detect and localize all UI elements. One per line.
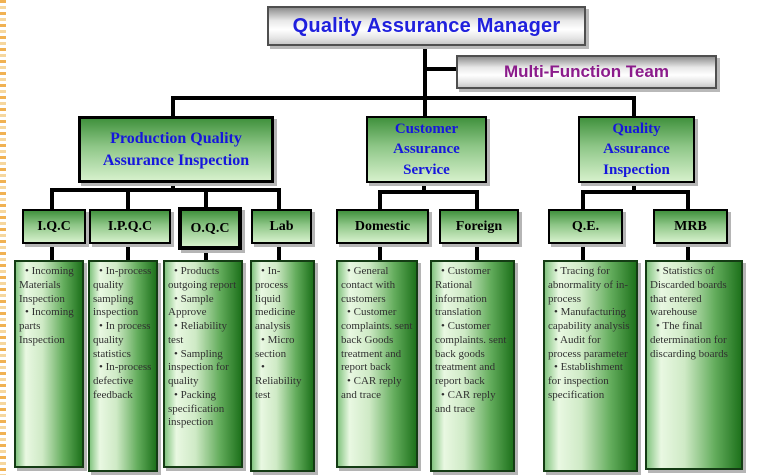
bullet-item: • Customer Rational information translat… <box>435 265 491 319</box>
connector-drop-qe <box>581 190 585 209</box>
connector-iqc-detail <box>50 240 54 261</box>
connector-ipqc-detail <box>126 240 130 261</box>
detail-box-foreign: • Customer Rational information translat… <box>430 260 515 472</box>
connector-production-vertical <box>171 176 175 190</box>
connector-foreign-detail <box>475 240 479 261</box>
bullet-item: • Packing specification inspection <box>168 388 225 429</box>
bullet-item: • Sampling inspection for quality <box>168 347 229 388</box>
detail-box-domestic: • General contact with customers • Custo… <box>336 260 418 468</box>
connector-customer-horizontal <box>378 190 479 194</box>
connector-drop-lab <box>277 188 281 209</box>
bullet-item: • Customer complaints. sent back Goods t… <box>341 306 413 374</box>
connector-drop-qai <box>632 96 636 116</box>
unit-box-domestic: Domestic <box>336 209 429 244</box>
unit-mrb-label: MRB <box>674 218 707 234</box>
bullet-item: • In-process defective feedback <box>93 361 152 401</box>
bullet-item: • Reliability test <box>168 320 228 346</box>
bullet-item: • Customer complaints. sent back goods t… <box>435 320 507 387</box>
unit-lab-label: Lab <box>269 218 294 234</box>
connector-drop-domestic <box>378 190 382 209</box>
bullet-item: • In process quality statistics <box>93 320 151 360</box>
unit-box-foreign: Foreign <box>439 209 519 244</box>
unit-oqc-label: O.Q.C <box>190 220 230 236</box>
connector-drop-foreign <box>475 190 479 209</box>
detail-box-qe: • Tracing for abnormality of in-process … <box>543 260 638 472</box>
unit-qe-label: Q.E. <box>571 218 600 234</box>
detail-box-ipqc: • In-process quality sampling inspection… <box>88 260 158 472</box>
bullet-item: • Establishment for inspection specifica… <box>548 361 623 401</box>
bullet-item: • CAR reply and trace <box>341 375 402 401</box>
branch-production-label: Production Quality Assurance Inspection <box>102 129 250 169</box>
bullet-item: • Reliability test <box>255 361 302 401</box>
connector-trunk-horizontal <box>171 96 636 100</box>
branch-qai-label: Quality Assurance Inspection <box>603 121 670 178</box>
connector-drop-iqc <box>50 188 54 209</box>
connector-root-vertical <box>423 42 427 116</box>
unit-box-mrb: MRB <box>653 209 728 244</box>
unit-foreign-label: Foreign <box>455 218 503 234</box>
branch-box-customer: Customer Assurance Service <box>366 116 487 183</box>
bullet-item: • Incoming Materials Inspection <box>19 265 74 305</box>
bullet-item: • Tracing for abnormality of in-process <box>548 265 629 305</box>
bullet-item: • General contact with customers <box>341 265 396 305</box>
unit-box-iqc: I.Q.C <box>22 209 86 244</box>
unit-ipqc-label: I.P.Q.C <box>107 218 153 234</box>
detail-box-oqc: • Products outgoing report • Sample Appr… <box>163 260 243 468</box>
unit-box-ipqc: I.P.Q.C <box>89 209 171 244</box>
connector-lab-detail <box>277 240 281 261</box>
connector-qai-vertical <box>632 178 636 192</box>
unit-box-oqc: O.Q.C <box>178 207 242 250</box>
connector-drop-production <box>171 96 175 116</box>
branch-box-production: Production Quality Assurance Inspection <box>78 116 274 183</box>
unit-box-qe: Q.E. <box>548 209 623 244</box>
detail-box-mrb: • Statistics of Discarded boards that en… <box>645 260 743 470</box>
unit-domestic-label: Domestic <box>354 218 411 234</box>
branch-box-qai: Quality Assurance Inspection <box>578 116 695 183</box>
connector-production-horizontal <box>50 188 281 192</box>
connector-customer-vertical <box>422 178 426 192</box>
root-box-label: Quality Assurance Manager <box>292 14 561 37</box>
bullet-item: • The final determination for discarding… <box>650 320 728 360</box>
connector-qai-horizontal <box>581 190 690 194</box>
bullet-item: • Statistics of Discarded boards that en… <box>650 265 727 319</box>
connector-oqc-detail <box>204 240 208 261</box>
bullet-item: • Manufacturing capability analysis <box>548 306 630 332</box>
root-box: Quality Assurance Manager <box>267 6 586 46</box>
connector-drop-mrb <box>686 190 690 209</box>
detail-box-lab: • In-process liquid medicine analysis • … <box>250 260 315 472</box>
unit-iqc-label: I.Q.C <box>37 218 71 234</box>
unit-box-lab: Lab <box>251 209 312 244</box>
team-box-label: Multi-Function Team <box>504 62 669 81</box>
connector-drop-oqc <box>204 188 208 209</box>
branch-customer-label: Customer Assurance Service <box>393 121 460 178</box>
bullet-item: • In-process quality sampling inspection <box>93 265 152 319</box>
bullet-item: • In-process liquid medicine analysis <box>255 265 296 332</box>
connector-mrb-detail <box>686 240 690 261</box>
detail-box-iqc: • Incoming Materials Inspection • Incomi… <box>14 260 84 468</box>
bullet-item: • Audit for process parameter <box>548 333 628 360</box>
bullet-item: • Incoming parts Inspection <box>19 306 74 346</box>
connector-qe-detail <box>581 240 585 261</box>
team-box: Multi-Function Team <box>456 55 717 89</box>
bullet-item: • CAR reply and trace <box>435 388 496 415</box>
connector-drop-ipqc <box>126 188 130 209</box>
connector-domestic-detail <box>378 240 382 261</box>
connector-team-stub <box>423 67 458 71</box>
bullet-item: • Products outgoing report <box>168 265 237 291</box>
bullet-item: • Sample Approve <box>168 292 214 319</box>
left-edge-decoration <box>0 0 6 475</box>
bullet-item: • Micro section <box>255 333 295 360</box>
